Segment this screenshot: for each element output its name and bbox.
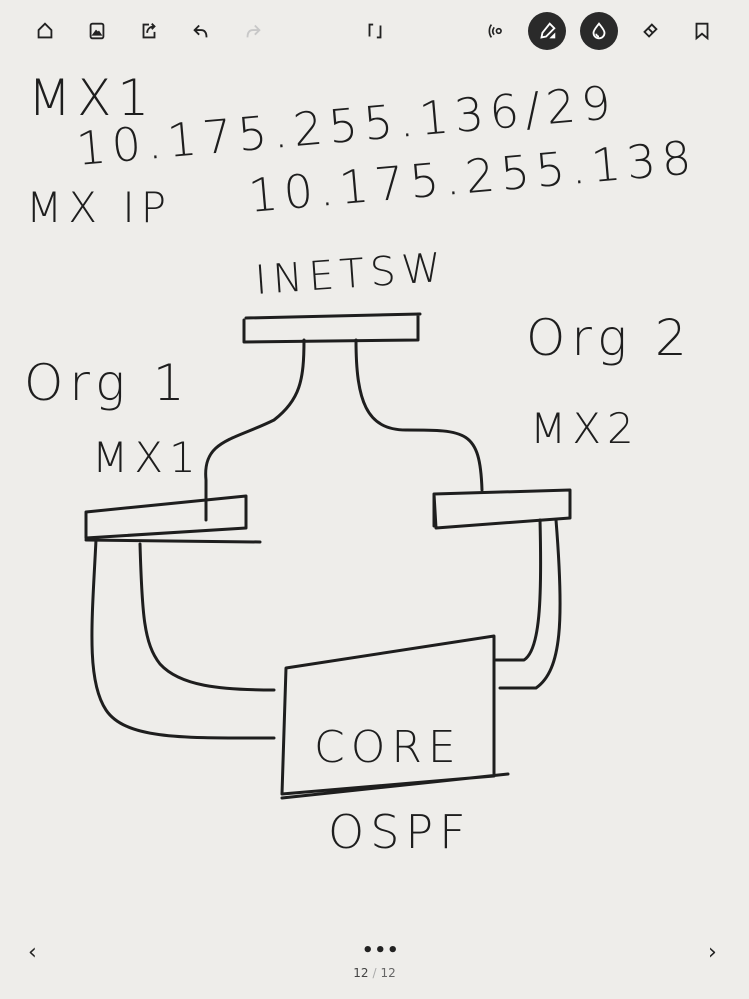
crop-icon[interactable]	[356, 12, 394, 50]
link-mx1-core-a	[138, 542, 276, 692]
next-page-button[interactable]: ›	[708, 940, 717, 965]
redo-icon[interactable]	[234, 12, 272, 50]
label-mx2: MX2	[530, 404, 640, 453]
label-org1: Org 1	[24, 354, 191, 412]
current-page: 12	[353, 966, 369, 980]
link-mx2-core-b	[498, 518, 562, 690]
laser-icon[interactable]	[477, 12, 515, 50]
eraser-icon[interactable]	[631, 12, 669, 50]
toolbar	[0, 0, 749, 62]
mx2-box	[432, 488, 572, 530]
label-ospf: OSPF	[328, 805, 472, 859]
note-mx-ip-label: MX IP	[26, 183, 172, 232]
link-mx1-core-b	[90, 538, 276, 740]
label-core: CORE	[314, 722, 462, 773]
previous-page-button[interactable]: ‹	[28, 940, 37, 965]
link-inetsw-mx2	[354, 338, 484, 492]
page-separator: /	[372, 966, 377, 980]
undo-icon[interactable]	[182, 12, 220, 50]
core-box	[280, 634, 510, 800]
label-org2: Org 2	[526, 309, 693, 367]
total-pages: 12	[380, 966, 396, 980]
home-icon[interactable]	[26, 12, 64, 50]
gallery-icon[interactable]	[78, 12, 116, 50]
bookmark-icon[interactable]	[683, 12, 721, 50]
highlighter-icon[interactable]	[580, 12, 618, 50]
link-inetsw-mx1	[204, 338, 306, 522]
more-options-button[interactable]: •••	[362, 940, 400, 961]
pen-icon[interactable]	[528, 12, 566, 50]
note-mx1-heading: MX1	[28, 69, 155, 127]
inetsw-box	[242, 312, 422, 344]
mx1-box	[84, 494, 262, 544]
share-icon[interactable]	[130, 12, 168, 50]
label-mx1: MX1	[92, 433, 202, 482]
page-indicator: 12/12	[0, 966, 749, 980]
link-mx2-core-a	[494, 518, 543, 662]
label-inetsw: INETSW	[253, 245, 448, 304]
